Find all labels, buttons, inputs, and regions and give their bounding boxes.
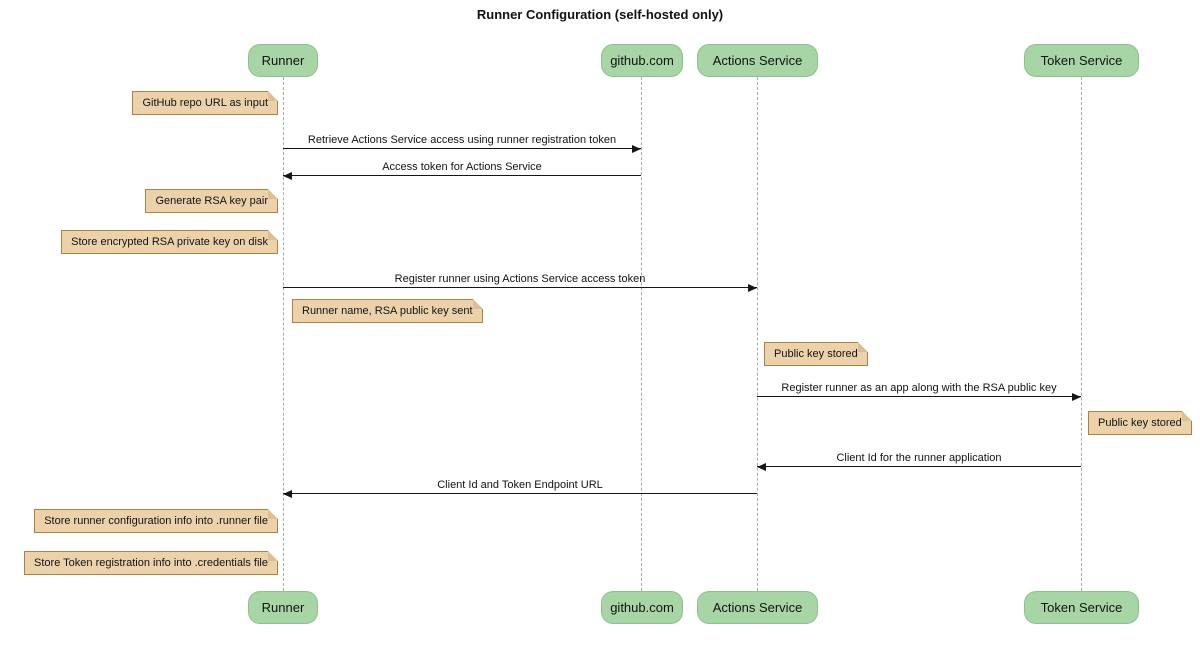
arrow-line bbox=[283, 284, 757, 292]
message-register-runner-as-app: Register runner as an app along with the… bbox=[757, 381, 1081, 401]
message-label: Register runner as an app along with the… bbox=[781, 382, 1057, 394]
message-client-id-endpoint-url: Client Id and Token Endpoint URL bbox=[283, 478, 757, 498]
participant-runner-bottom: Runner bbox=[248, 591, 318, 624]
lifeline-github bbox=[641, 77, 642, 591]
message-label: Client Id for the runner application bbox=[836, 452, 1002, 464]
message-label: Retrieve Actions Service access using ru… bbox=[307, 134, 617, 146]
lifeline-runner bbox=[283, 77, 284, 591]
participant-actions-service-bottom: Actions Service bbox=[697, 591, 818, 624]
note-public-key-stored-token: Public key stored bbox=[1088, 411, 1192, 435]
arrow-line bbox=[283, 172, 641, 180]
arrow-line bbox=[757, 463, 1081, 471]
message-client-id: Client Id for the runner application bbox=[757, 451, 1081, 471]
participant-actions-service-top: Actions Service bbox=[697, 44, 818, 77]
arrow-line bbox=[283, 145, 641, 153]
arrow-line bbox=[283, 490, 757, 498]
note-store-credentials-file: Store Token registration info into .cred… bbox=[24, 551, 278, 575]
arrowhead-left-icon bbox=[283, 172, 292, 180]
note-runner-name-public-key-sent: Runner name, RSA public key sent bbox=[292, 299, 483, 323]
participant-runner-top: Runner bbox=[248, 44, 318, 77]
note-store-private-key: Store encrypted RSA private key on disk bbox=[61, 230, 278, 254]
note-public-key-stored-actions: Public key stored bbox=[764, 342, 868, 366]
note-generate-rsa-key-pair: Generate RSA key pair bbox=[145, 189, 278, 213]
note-github-repo-input: GitHub repo URL as input bbox=[132, 91, 278, 115]
message-label: Client Id and Token Endpoint URL bbox=[437, 479, 603, 491]
arrowhead-right-icon bbox=[748, 284, 757, 292]
message-register-runner: Register runner using Actions Service ac… bbox=[283, 272, 757, 292]
participant-github-bottom: github.com bbox=[601, 591, 683, 624]
arrow-line bbox=[757, 393, 1081, 401]
participant-token-service-bottom: Token Service bbox=[1024, 591, 1139, 624]
participant-github-top: github.com bbox=[601, 44, 683, 77]
arrowhead-right-icon bbox=[1072, 393, 1081, 401]
message-label: Register runner using Actions Service ac… bbox=[394, 273, 646, 285]
participant-token-service-top: Token Service bbox=[1024, 44, 1139, 77]
message-label: Access token for Actions Service bbox=[382, 161, 542, 173]
message-retrieve-actions-access: Retrieve Actions Service access using ru… bbox=[283, 133, 641, 153]
lifeline-token-service bbox=[1081, 77, 1082, 591]
lifeline-actions-service bbox=[757, 77, 758, 591]
message-access-token: Access token for Actions Service bbox=[283, 160, 641, 180]
arrowhead-left-icon bbox=[757, 463, 766, 471]
arrowhead-right-icon bbox=[632, 145, 641, 153]
note-store-runner-file: Store runner configuration info into .ru… bbox=[34, 509, 278, 533]
diagram-title: Runner Configuration (self-hosted only) bbox=[476, 7, 724, 22]
arrowhead-left-icon bbox=[283, 490, 292, 498]
